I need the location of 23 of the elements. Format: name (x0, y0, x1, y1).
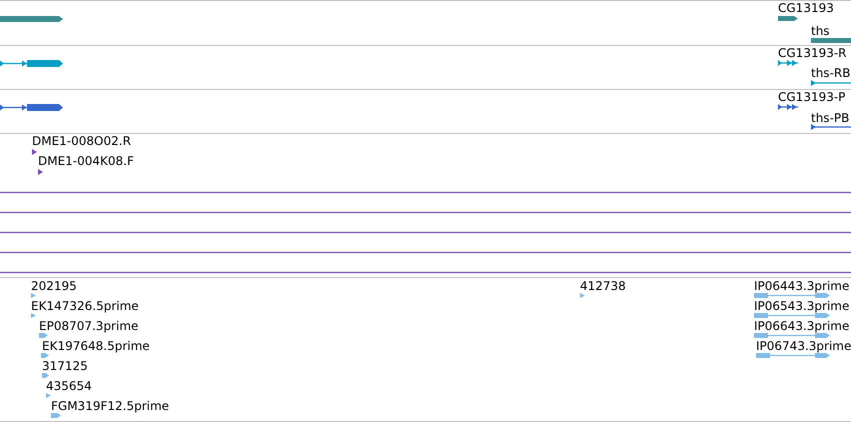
feature-label: CG13193 (778, 1, 834, 15)
feature-label: 317125 (42, 359, 88, 373)
gene-bar (0, 16, 63, 22)
feature-label: CG13193-P (778, 90, 846, 104)
feature-label: FGM319F12.5prime (51, 399, 170, 413)
feature-label: EK197648.5prime (42, 339, 150, 353)
feature-label: IP06543.3prime (754, 299, 850, 313)
feature-label: ths-PB (811, 111, 850, 125)
feature-label: DME1-008O02.R (32, 134, 131, 148)
feature-label: IP06643.3prime (754, 319, 850, 333)
transcript-line (0, 104, 63, 111)
feature-label: EP08707.3prime (39, 319, 138, 333)
feature-label: ths-RB (811, 66, 850, 80)
feature-label: IP06743.3prime (756, 339, 851, 353)
feature-label: IP06443.3prime (754, 279, 850, 293)
feature-label: DME1-004K08.F (38, 154, 134, 168)
feature-label: 435654 (46, 379, 92, 393)
feature-label: 202195 (31, 279, 77, 293)
feature-label: ths (811, 24, 830, 38)
transcript-line (0, 60, 63, 67)
feature-label: EK147326.5prime (31, 299, 139, 313)
feature-label: CG13193-R (778, 46, 847, 60)
feature-label: 412738 (580, 279, 626, 293)
